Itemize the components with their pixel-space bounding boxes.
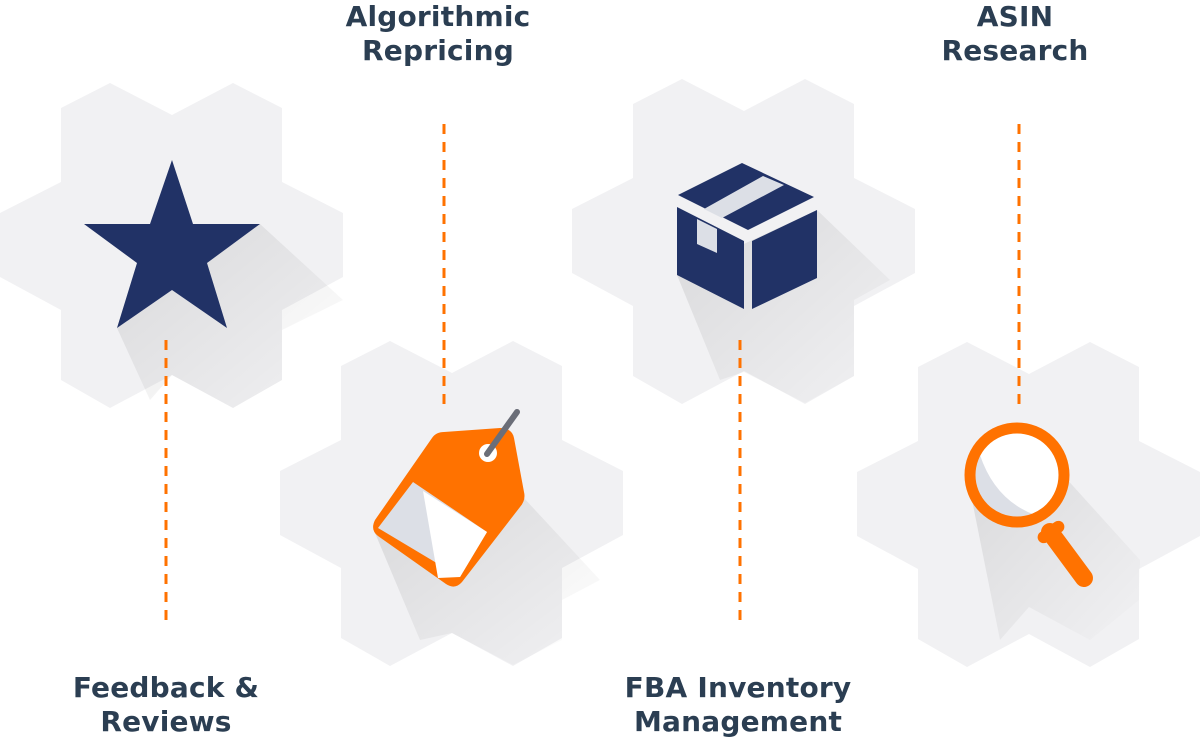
- label-fba-inventory-management: FBA Inventory Management: [625, 671, 852, 739]
- label-line: ASIN: [976, 0, 1054, 33]
- label-line: Reviews: [100, 705, 232, 738]
- label-line: Research: [941, 34, 1089, 67]
- label-line: Repricing: [362, 34, 514, 67]
- star-icon: [84, 160, 260, 328]
- label-asin-research: ASIN Research: [941, 0, 1088, 68]
- magnifier-icon: [964, 422, 1093, 587]
- price-tag-icon: [373, 409, 525, 587]
- label-line: FBA Inventory: [624, 671, 852, 704]
- label-feedback-reviews: Feedback & Reviews: [73, 671, 259, 739]
- star-shadow: [117, 224, 343, 408]
- label-algorithmic-repricing: Algorithmic Repricing: [346, 0, 531, 68]
- label-line: Algorithmic: [345, 0, 531, 33]
- box-icon: [677, 163, 817, 309]
- label-line: Feedback &: [72, 671, 260, 704]
- label-line: Management: [633, 705, 843, 738]
